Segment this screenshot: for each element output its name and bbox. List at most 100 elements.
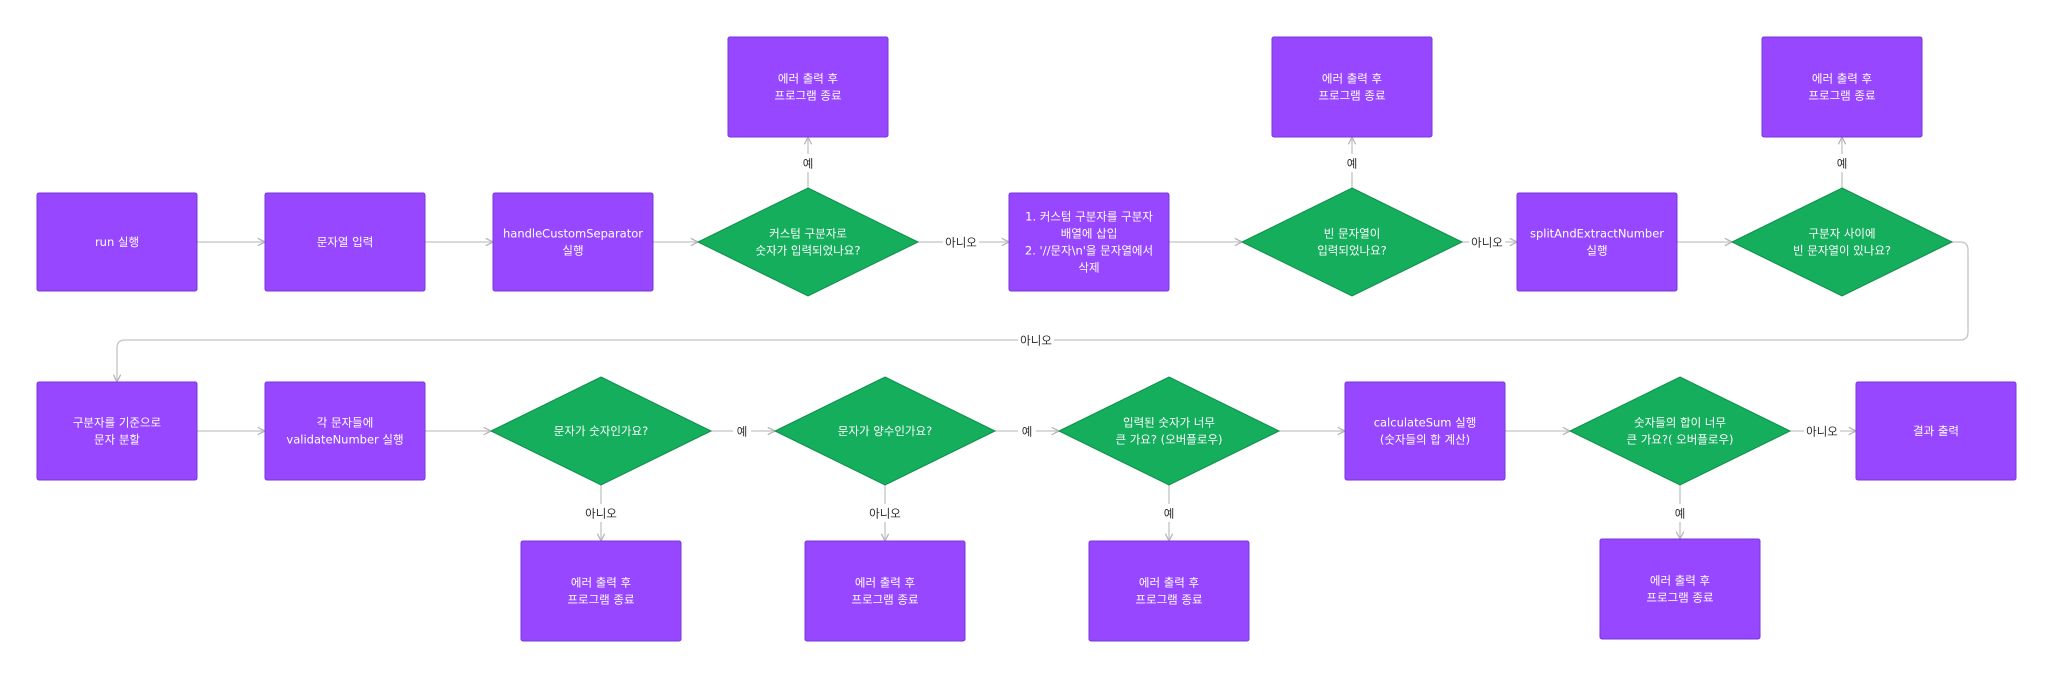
decision-diamond — [1240, 187, 1464, 297]
edge-label-no: 아니오 — [869, 507, 901, 521]
node-label: 결과 출력 — [1913, 424, 1959, 438]
edge-label-background — [583, 504, 619, 522]
connector-11 — [117, 241, 1969, 382]
process-box — [36, 381, 198, 481]
edge-label-yes: 예 — [737, 425, 748, 439]
edge-label-background — [1469, 233, 1505, 251]
edge-label-background — [1160, 504, 1178, 522]
edge-label-background — [1343, 154, 1361, 172]
decision-diamond — [696, 187, 920, 297]
edge-label-background — [867, 504, 903, 522]
edge-label-no: 아니오 — [1806, 425, 1838, 439]
edge-label-yes: 예 — [1022, 425, 1033, 439]
decision-node-q-number: 문자가 숫자인가요? — [489, 376, 713, 486]
process-box — [1008, 192, 1170, 292]
decision-node-q-positive: 문자가 양수인가요? — [773, 376, 997, 486]
process-box — [264, 381, 426, 481]
process-box — [1761, 36, 1923, 138]
edge-label-yes: 예 — [1347, 157, 1358, 171]
process-box — [727, 36, 889, 138]
process-node-result: 결과 출력 — [1855, 381, 2017, 481]
process-node-calc: calculateSum 실행(숫자들의 합 계산) — [1344, 381, 1506, 481]
process-node-run: run 실행 — [36, 192, 198, 292]
node-label: 문자가 양수인가요? — [838, 424, 932, 438]
node-label: run 실행 — [95, 235, 139, 249]
edge-label-yes: 예 — [803, 157, 814, 171]
decision-diamond — [1057, 376, 1281, 486]
decision-diamond — [1568, 376, 1792, 486]
edge-label-background — [733, 422, 751, 440]
edge-label-no: 아니오 — [1471, 236, 1503, 250]
process-node-input: 문자열 입력 — [264, 192, 426, 292]
decision-diamond — [773, 376, 997, 486]
edge-label-background — [1018, 422, 1036, 440]
process-box — [1271, 36, 1433, 138]
process-box — [1855, 381, 2017, 481]
process-box — [1344, 381, 1506, 481]
decision-diamond — [1730, 187, 1954, 297]
process-box — [1088, 540, 1250, 642]
edge-label-background — [943, 233, 979, 251]
decision-diamond — [489, 376, 713, 486]
edge-label-yes: 예 — [1675, 507, 1686, 521]
process-box — [264, 192, 426, 292]
process-box — [520, 540, 682, 642]
process-box — [1599, 538, 1761, 640]
node-label: 문자가 숫자인가요? — [554, 424, 648, 438]
edge-label-yes: 예 — [1837, 157, 1848, 171]
node-label: 문자열 입력 — [317, 235, 374, 249]
edge-label-background — [1671, 504, 1689, 522]
process-box — [36, 192, 198, 292]
edge-label-background — [1833, 154, 1851, 172]
process-box — [492, 192, 654, 292]
edge-label-background — [1804, 422, 1840, 440]
node-label: calculateSum 실행(숫자들의 합 계산) — [1374, 415, 1477, 446]
process-box — [804, 540, 966, 642]
edge-label-no: 아니오 — [945, 236, 977, 250]
edge-label-background — [1018, 331, 1054, 349]
edge-label-no: 아니오 — [585, 507, 617, 521]
edge-label-background — [799, 154, 817, 172]
edge-label-yes: 예 — [1164, 507, 1175, 521]
edge-label-no: 아니오 — [1020, 334, 1052, 348]
process-box — [1516, 192, 1678, 292]
